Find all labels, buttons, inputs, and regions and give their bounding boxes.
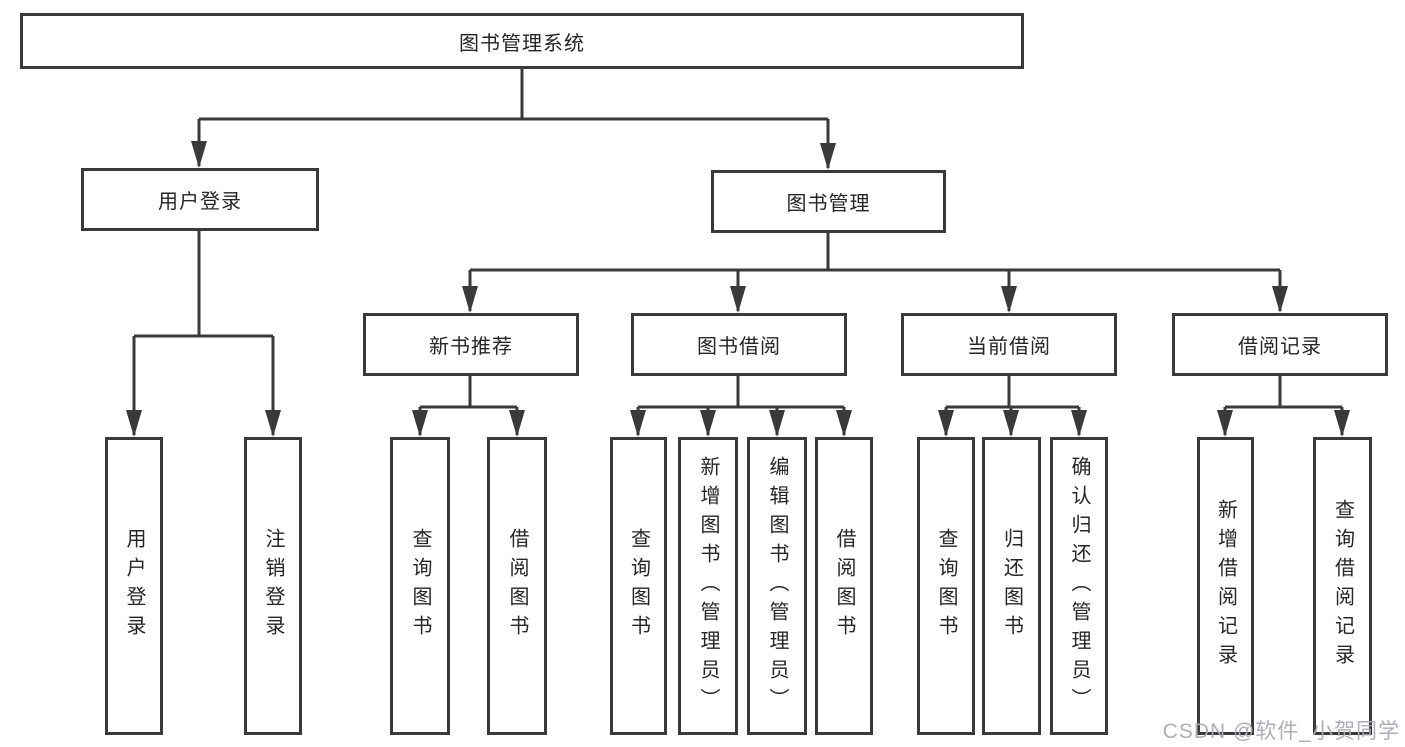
connector-group-book-management	[468, 233, 1282, 311]
leaf-user-login: 用户登录	[105, 437, 163, 735]
connector-group-book-borrow	[636, 376, 846, 435]
connector-group-new-book	[418, 376, 519, 435]
leaf-newrec-borrow-books: 借阅图书	[487, 437, 547, 735]
connector-group-borrow-records	[1223, 376, 1344, 435]
leaf-current-query-books: 查询图书	[917, 437, 975, 735]
leaf-current-return-books: 归还图书	[982, 437, 1041, 735]
leaf-current-confirm-return-admin: 确认归还（管理员）	[1050, 437, 1108, 735]
node-book-borrow: 图书借阅	[631, 313, 847, 376]
connector-group-root	[197, 68, 830, 168]
leaf-record-add: 新增借阅记录	[1197, 437, 1254, 735]
node-current-borrow: 当前借阅	[901, 313, 1117, 376]
node-root-system: 图书管理系统	[20, 13, 1024, 69]
node-new-book-recommend: 新书推荐	[363, 313, 579, 376]
node-user-login: 用户登录	[81, 168, 319, 231]
node-borrow-records: 借阅记录	[1172, 313, 1388, 376]
leaf-borrow-edit-books-admin: 编辑图书（管理员）	[747, 437, 807, 735]
leaf-newrec-query-books: 查询图书	[390, 437, 450, 735]
csdn-watermark: CSDN @软件_小贺同学	[1162, 720, 1400, 743]
node-book-management: 图书管理	[711, 170, 946, 233]
leaf-logout: 注销登录	[244, 437, 302, 735]
leaf-record-query: 查询借阅记录	[1313, 437, 1372, 735]
connector-group-user-login	[132, 231, 275, 435]
leaf-borrow-query-books: 查询图书	[610, 437, 667, 735]
leaf-borrow-borrow-books: 借阅图书	[815, 437, 873, 735]
connector-group-current-borrow	[944, 376, 1081, 435]
leaf-borrow-add-books-admin: 新增图书（管理员）	[678, 437, 738, 735]
